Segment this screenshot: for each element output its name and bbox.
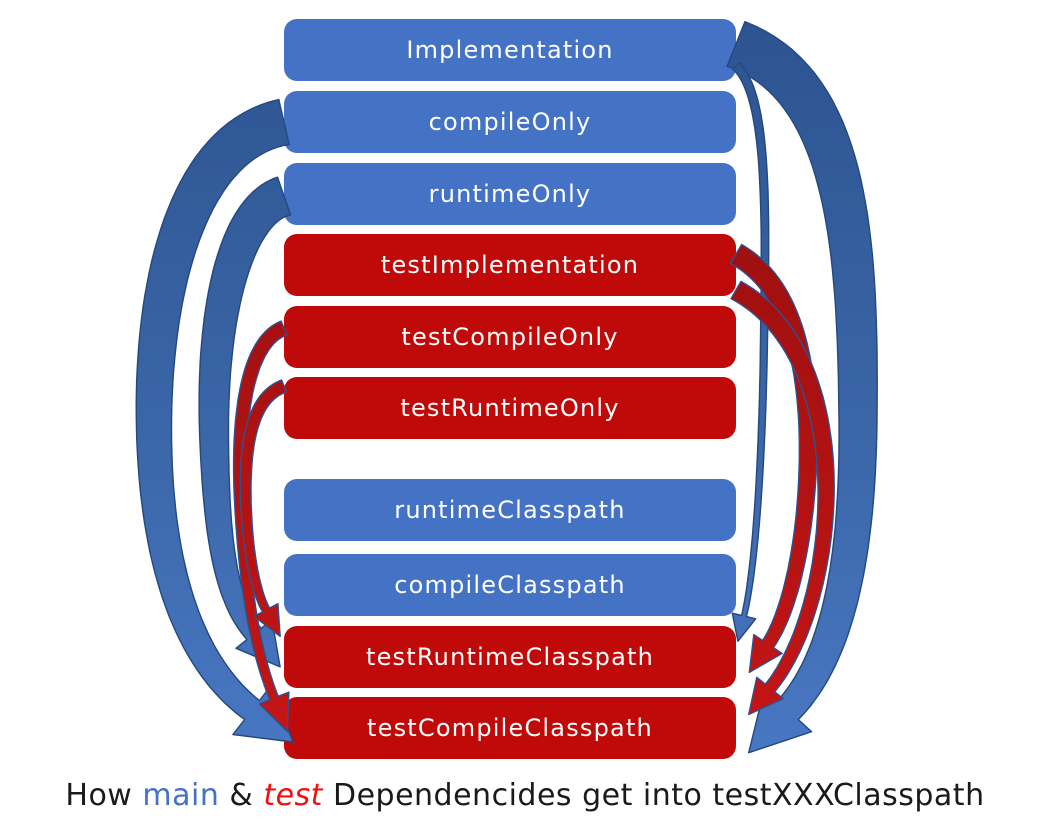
caption-segment: test [263, 778, 323, 813]
config-box-label: testCompileOnly [401, 323, 619, 351]
config-box-compileOnly: compileOnly [284, 91, 736, 153]
config-box-testRuntimeClasspath: testRuntimeClasspath [284, 626, 736, 688]
config-box-testCompileOnly: testCompileOnly [284, 306, 736, 368]
config-box-label: runtimeOnly [428, 180, 592, 208]
config-box-label: testImplementation [380, 251, 640, 279]
config-box-label: testRuntimeClasspath [365, 643, 655, 671]
config-box-label: testRuntimeOnly [400, 394, 620, 422]
arrow-implementation-to-testRuntimeClasspath [731, 62, 770, 642]
arrow-testImplementation-to-testCompileClasspath [730, 280, 835, 716]
config-box-testImplementation: testImplementation [284, 234, 736, 296]
config-box-testRuntimeOnly: testRuntimeOnly [284, 377, 736, 439]
arrow-runtimeOnly-to-testRuntimeClasspath [198, 176, 292, 668]
arrow-implementation-to-testCompileClasspath [726, 21, 878, 754]
arrow-testCompileOnly-to-testCompileClasspath [232, 320, 290, 733]
config-box-runtimeOnly: runtimeOnly [284, 163, 736, 225]
config-box-implementation: Implementation [284, 19, 736, 81]
config-box-testCompileClasspath: testCompileClasspath [284, 697, 736, 759]
caption-segment: How [65, 778, 143, 813]
config-box-label: Implementation [406, 36, 614, 64]
caption-segment: Dependencides get into testXXXClasspath [322, 778, 985, 813]
caption: How main & test Dependencides get into t… [0, 778, 1050, 813]
arrow-testImplementation-to-testRuntimeClasspath [729, 243, 818, 674]
config-box-compileClasspath: compileClasspath [284, 554, 736, 616]
caption-segment: main [142, 778, 220, 813]
config-box-label: testCompileClasspath [367, 714, 653, 742]
config-box-label: compileOnly [428, 108, 592, 136]
arrow-testRuntimeOnly-to-testRuntimeClasspath [239, 379, 288, 638]
caption-segment: & [219, 778, 264, 813]
config-box-label: compileClasspath [394, 571, 626, 599]
config-box-runtimeClasspath: runtimeClasspath [284, 479, 736, 541]
config-box-label: runtimeClasspath [394, 496, 626, 524]
arrow-compileOnly-to-testCompileClasspath [135, 98, 294, 743]
